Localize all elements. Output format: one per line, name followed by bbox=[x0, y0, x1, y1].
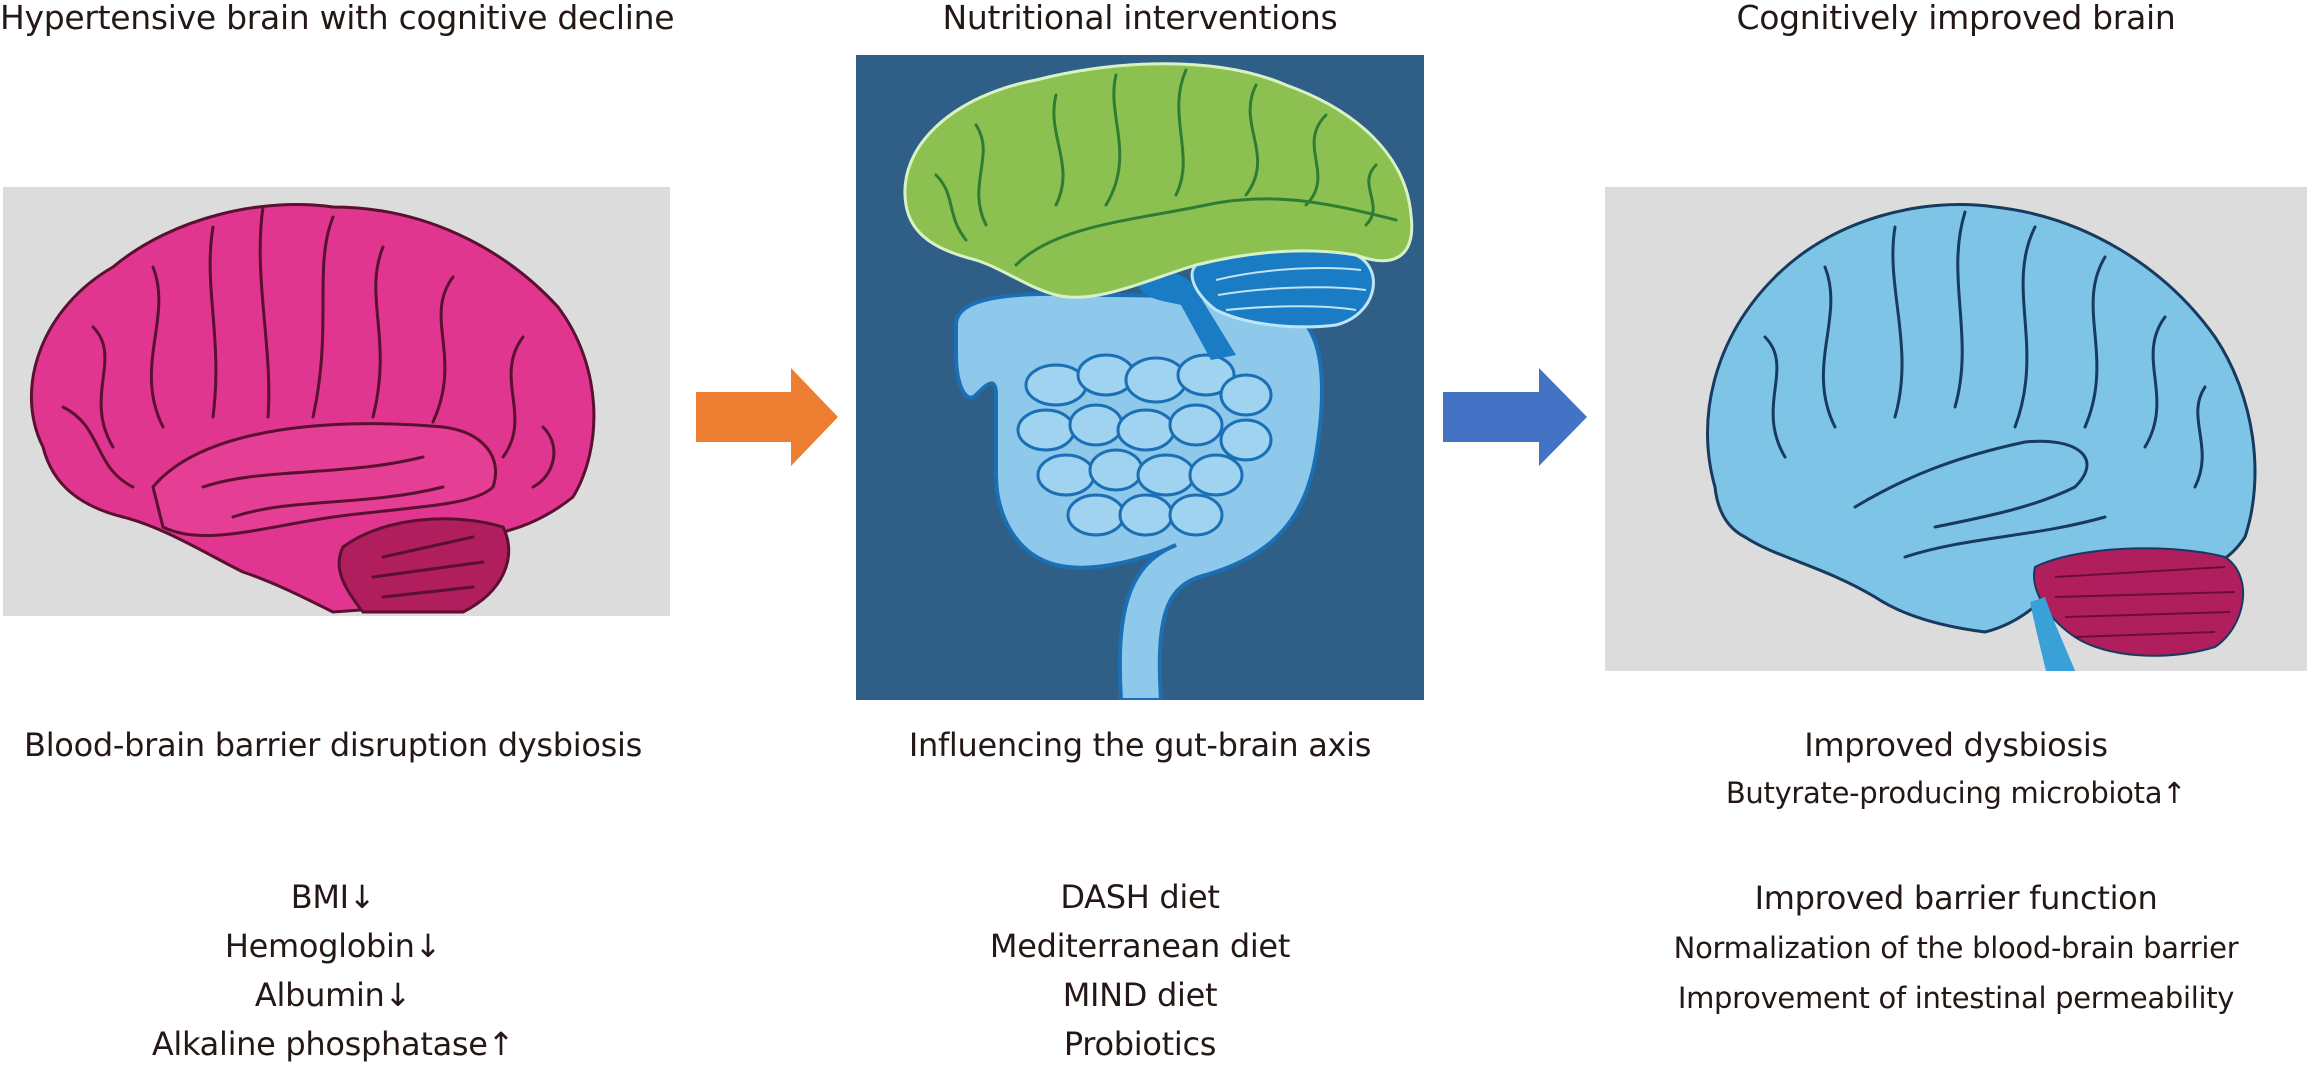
list-heading: Improved barrier function bbox=[1754, 879, 2158, 917]
list-item: Probiotics bbox=[1063, 1025, 1217, 1063]
column-title-improved: Cognitively improved brain bbox=[1736, 0, 2176, 37]
list-item: Mediterranean diet bbox=[989, 927, 1291, 965]
gut-brain-axis-icon bbox=[903, 62, 1414, 700]
caption-nutritional: Influencing the gut-brain axis bbox=[908, 726, 1372, 764]
biomarker-list: BMI↓ Hemoglobin↓ Albumin↓ Alkaline phosp… bbox=[0, 873, 666, 1069]
intervention-list: DASH diet Mediterranean diet MIND diet P… bbox=[856, 873, 1424, 1069]
list-item: Normalization of the blood-brain barrier bbox=[1673, 931, 2239, 965]
caption-improved: Improved dysbiosis bbox=[1804, 726, 2108, 764]
gut-brain-axis-image bbox=[856, 55, 1424, 700]
hypertensive-brain-image bbox=[3, 187, 670, 616]
arrow-right-icon bbox=[1443, 368, 1587, 466]
pink-brain-icon bbox=[29, 203, 596, 614]
column-title-nutritional: Nutritional interventions bbox=[942, 0, 1338, 37]
caption-hypertensive: Blood-brain barrier disruption dysbiosis bbox=[24, 726, 642, 764]
list-item: Improvement of intestinal permeability bbox=[1677, 981, 2235, 1015]
list-item: DASH diet bbox=[1060, 878, 1220, 916]
list-item: Alkaline phosphatase↑ bbox=[151, 1025, 515, 1063]
list-item: MIND diet bbox=[1062, 976, 1218, 1014]
caption-improved-sub: Butyrate-producing microbiota↑ bbox=[1725, 776, 2187, 810]
list-item: Hemoglobin↓ bbox=[224, 927, 442, 965]
list-item: Albumin↓ bbox=[254, 976, 412, 1014]
list-item: BMI↓ bbox=[290, 878, 376, 916]
column-title-hypertensive: Hypertensive brain with cognitive declin… bbox=[0, 0, 675, 37]
improved-brain-image bbox=[1605, 187, 2307, 671]
arrow-right-icon bbox=[696, 368, 838, 466]
improvement-list: Improved barrier function Normalization … bbox=[1605, 873, 2307, 1023]
blue-brain-icon bbox=[1706, 203, 2257, 671]
